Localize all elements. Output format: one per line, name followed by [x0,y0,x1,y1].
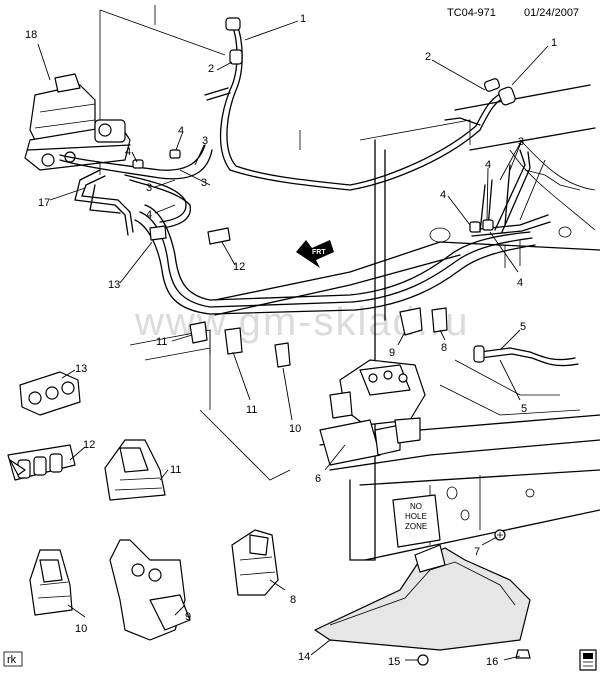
callout-8: 8 [441,342,447,354]
drawing-date: 01/24/2007 [524,7,579,19]
callout-16: 16 [486,656,498,668]
callout-2: 2 [208,63,214,75]
callout-4: 4 [517,277,523,289]
callout-13: 13 [75,363,87,375]
no-hole-zone-line3: ZONE [405,522,427,531]
vehicle-body-structure [99,5,600,561]
no-hole-zone-line1: NO [410,502,422,511]
callout-9: 9 [185,611,191,623]
callout-18: 18 [25,29,37,41]
callout-3: 3 [202,135,208,147]
callout-1: 1 [300,13,306,25]
callout-4: 4 [125,146,131,158]
callout-labels: 1 1 2 2 3 3 3 3 4 4 4 4 4 4 5 5 6 7 8 8 … [25,13,557,668]
callout-9: 9 [389,347,395,359]
callout-4: 4 [440,189,446,201]
clip-11-detail [104,439,166,501]
clip-10-detail [29,549,73,616]
callout-11: 11 [246,404,257,416]
callout-8: 8 [290,594,296,606]
drafter-initials: rk [3,651,23,667]
fastener-15-icon [417,654,429,666]
clip-9-detail [109,539,191,641]
callout-3: 3 [518,136,524,148]
callout-3: 3 [201,177,207,189]
callout-12: 12 [233,261,245,273]
no-hole-zone-plate: NO HOLE ZONE [392,494,441,548]
corner-symbol-icon [579,649,597,671]
callout-7: 7 [474,546,480,558]
callout-17: 17 [38,197,50,209]
callout-13: 13 [108,279,120,291]
clip-13-detail [19,371,81,416]
callout-11: 11 [170,464,181,476]
callout-15: 15 [388,656,400,668]
callout-5: 5 [520,321,526,333]
clip-8-detail [231,529,279,596]
callout-4: 4 [178,125,184,137]
abs-shield [314,544,531,651]
callout-4: 4 [146,209,152,221]
callout-14: 14 [298,651,310,663]
callout-10: 10 [75,623,87,635]
fastener-7-icon [494,529,506,541]
callout-10: 10 [289,423,301,435]
callout-11: 11 [156,336,167,348]
forward-arrow-icon: FRT [296,240,334,268]
drawing-id: TC04-971 [447,7,496,19]
callout-4: 4 [485,159,491,171]
pipe-clips-installed [149,225,448,368]
callout-6: 6 [315,473,321,485]
clip-12-detail [7,444,76,481]
callout-12: 12 [83,439,95,451]
master-cylinder-reservoir [24,73,131,171]
leader-lines [37,20,549,661]
drafter-initials-text: rk [7,654,17,666]
abs-modulator-assembly [319,359,426,466]
forward-arrow-text: FRT [312,249,326,256]
callout-1: 1 [551,37,557,49]
callout-2: 2 [425,51,431,63]
brake-pipes [59,17,579,367]
no-hole-zone-line2: HOLE [405,512,427,521]
callout-3: 3 [146,182,152,194]
callout-5: 5 [521,403,527,415]
pipe-fittings [132,149,494,233]
